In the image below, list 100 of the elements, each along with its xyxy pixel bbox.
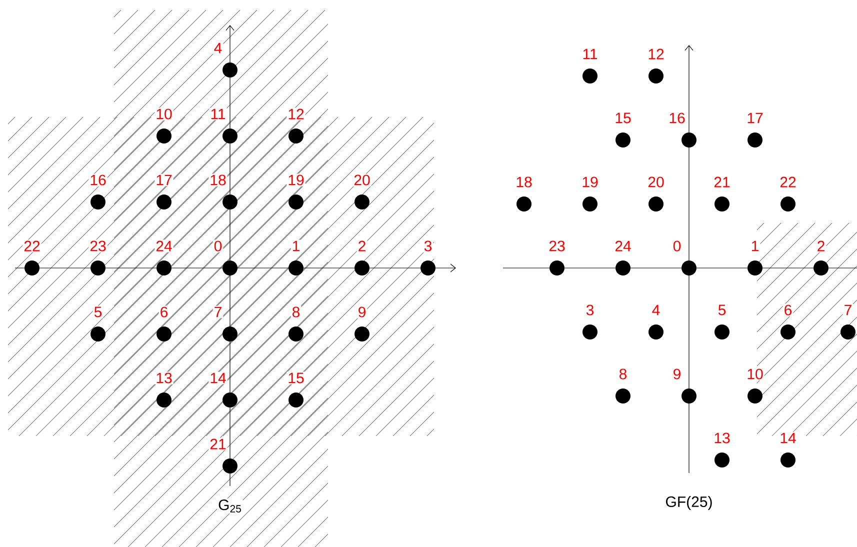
- lattice-point: [748, 388, 762, 404]
- point-label: 13: [154, 372, 174, 384]
- point-label: 20: [646, 176, 666, 188]
- axis-caption: G$_{25}$: [217, 498, 243, 514]
- lattice-point: [550, 260, 564, 276]
- point-label: 0: [672, 240, 682, 252]
- point-label: 22: [778, 176, 798, 188]
- lattice-point: [582, 68, 598, 84]
- point-label: 2: [356, 240, 368, 252]
- lattice-point: [420, 260, 436, 276]
- lattice-point: [222, 326, 238, 342]
- lattice-point: [90, 260, 106, 276]
- lattice-point: [516, 196, 532, 212]
- lattice-point: [156, 326, 172, 342]
- point-label: 14: [208, 372, 228, 384]
- point-label: 9: [672, 368, 682, 380]
- point-label: 6: [782, 304, 794, 316]
- point-label: 23: [548, 240, 566, 252]
- point-label: 21: [208, 438, 228, 450]
- lattice-point: [714, 196, 730, 212]
- point-label: 16: [88, 174, 108, 186]
- point-label: 24: [614, 240, 632, 252]
- lattice-point: [354, 260, 370, 276]
- point-label: 17: [154, 174, 174, 186]
- lattice-point: [288, 260, 304, 276]
- point-label: 18: [514, 176, 534, 188]
- lattice-point: [814, 260, 828, 276]
- point-label: 5: [92, 306, 104, 318]
- point-label: 8: [618, 368, 628, 380]
- point-label: 1: [290, 240, 302, 252]
- lattice-point: [222, 194, 238, 210]
- point-label: 1: [750, 240, 760, 252]
- lattice-point: [616, 260, 630, 276]
- lattice-point: [682, 132, 696, 148]
- lattice-point: [288, 128, 304, 144]
- lattice-point: [222, 392, 238, 408]
- point-label: 15: [614, 112, 632, 124]
- point-label: 14: [778, 432, 798, 444]
- point-label: 12: [646, 48, 666, 60]
- lattice-point: [780, 324, 796, 340]
- lattice-point: [222, 62, 238, 78]
- lattice-point: [616, 388, 630, 404]
- point-label: 11: [581, 48, 599, 60]
- lattice-point: [222, 260, 238, 276]
- lattice-point: [780, 196, 796, 212]
- point-label: 0: [212, 240, 224, 252]
- lattice-point: [24, 260, 40, 276]
- point-label: 3: [422, 240, 434, 252]
- lattice-point: [156, 194, 172, 210]
- point-label: 12: [286, 108, 306, 120]
- lattice-point: [156, 392, 172, 408]
- lattice-point: [682, 388, 696, 404]
- point-label: 13: [712, 432, 732, 444]
- point-label: 24: [154, 240, 174, 252]
- lattice-point: [288, 392, 304, 408]
- point-label: 18: [208, 174, 228, 186]
- point-label: 10: [746, 368, 764, 380]
- point-label: 19: [580, 176, 600, 188]
- lattice-point: [648, 324, 664, 340]
- lattice-point: [648, 68, 664, 84]
- lattice-point: [714, 324, 730, 340]
- lattice-point: [354, 194, 370, 210]
- lattice-point: [222, 128, 238, 144]
- point-label: 6: [158, 306, 170, 318]
- point-label: 10: [154, 108, 174, 120]
- point-label: 17: [746, 112, 764, 124]
- lattice-point: [156, 128, 172, 144]
- lattice-point: [714, 452, 730, 468]
- lattice-point: [582, 324, 598, 340]
- lattice-point: [582, 196, 598, 212]
- lattice-point: [90, 194, 106, 210]
- point-label: 8: [290, 306, 302, 318]
- point-label: 11: [209, 108, 227, 120]
- axis-caption: GF(25): [664, 495, 714, 511]
- lattice-point: [616, 132, 630, 148]
- point-label: 3: [584, 304, 596, 316]
- lattice-point: [156, 260, 172, 276]
- lattice-point: [288, 194, 304, 210]
- point-label: 7: [212, 306, 224, 318]
- point-label: 16: [668, 112, 686, 124]
- point-label: 22: [22, 240, 42, 252]
- point-label: 19: [286, 174, 306, 186]
- lattice-point: [748, 132, 762, 148]
- point-label: 7: [842, 304, 854, 316]
- lattice-point: [840, 324, 856, 340]
- lattice-point: [748, 260, 762, 276]
- point-label: 4: [212, 42, 224, 54]
- lattice-point: [288, 326, 304, 342]
- point-label: 21: [712, 176, 732, 188]
- lattice-point: [648, 196, 664, 212]
- lattice-point: [682, 260, 696, 276]
- lattice-point: [90, 326, 106, 342]
- point-label: 9: [356, 306, 368, 318]
- lattice-point: [780, 452, 796, 468]
- lattice-point: [354, 326, 370, 342]
- point-label: 15: [286, 372, 306, 384]
- point-label: 20: [352, 174, 372, 186]
- point-label: 2: [816, 240, 826, 252]
- point-label: 4: [650, 304, 662, 316]
- point-label: 5: [716, 304, 728, 316]
